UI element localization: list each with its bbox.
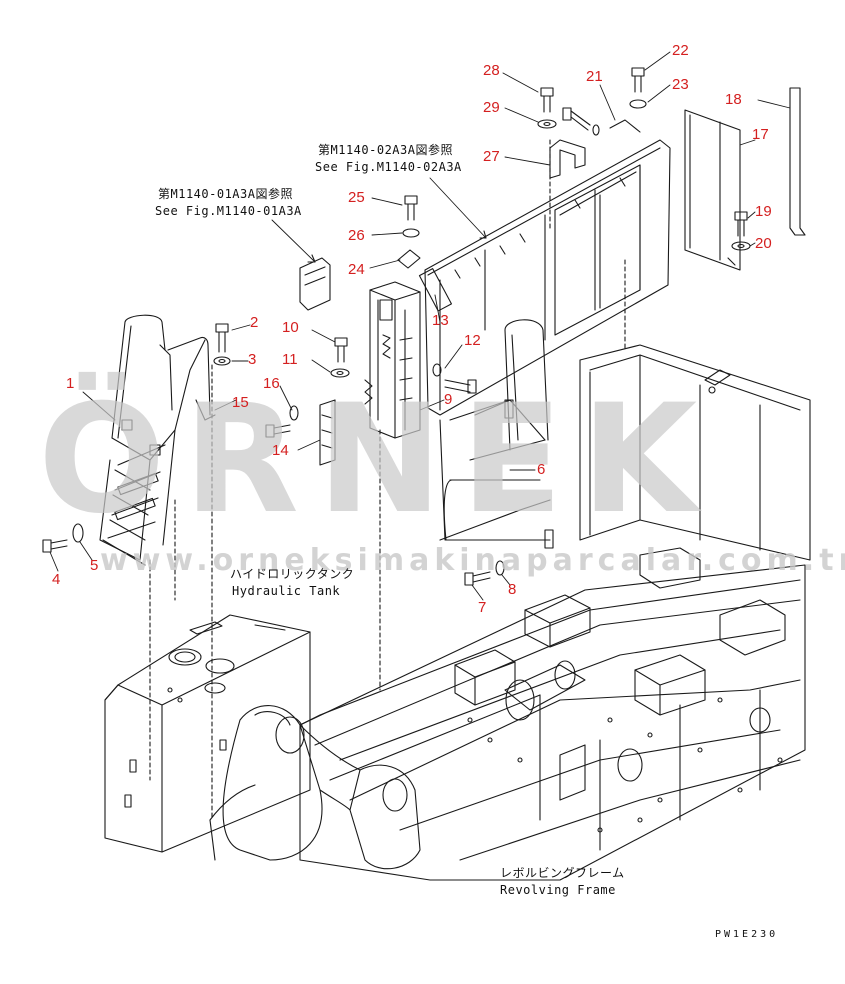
- callout-1: 1: [66, 375, 75, 392]
- callout-5: 5: [90, 557, 99, 574]
- callout-17: 17: [752, 126, 769, 143]
- ref-note-01-en: See Fig.M1140-01A3A: [155, 204, 302, 218]
- callout-4: 4: [52, 571, 61, 588]
- callout-16: 16: [263, 375, 280, 392]
- callout-9: 9: [444, 391, 453, 408]
- callout-10: 10: [282, 319, 299, 336]
- callout-22: 22: [672, 42, 689, 59]
- callout-8: 8: [508, 581, 517, 598]
- callout-11: 11: [282, 351, 298, 368]
- callout-3: 3: [248, 351, 257, 368]
- callout-14: 14: [272, 442, 289, 459]
- callout-27: 27: [483, 148, 500, 165]
- callout-28: 28: [483, 62, 500, 79]
- callout-2: 2: [250, 314, 259, 331]
- callout-29: 29: [483, 99, 500, 116]
- revolving-frame-drawing: [209, 547, 806, 881]
- railing-panel-drawing: [418, 139, 671, 549]
- hydraulic-tank-label-ja: ハイドロリックタンク: [230, 567, 355, 581]
- revolving-frame-label-en: Revolving Frame: [500, 883, 616, 897]
- callout-18: 18: [725, 91, 742, 108]
- hydraulic-tank-label-en: Hydraulic Tank: [232, 584, 341, 598]
- watermark-brand: ÖRNEK: [38, 373, 716, 547]
- hydraulic-tank-drawing: [104, 614, 311, 853]
- ladder-drawing: [99, 314, 216, 601]
- document-code: PW1E230: [715, 929, 779, 940]
- callout-25: 25: [348, 189, 365, 206]
- callout-6: 6: [537, 461, 546, 478]
- callout-12: 12: [464, 332, 481, 349]
- callout-15: 15: [232, 394, 249, 411]
- callout-19: 19: [755, 203, 772, 220]
- ref-note-02-ja: 第M1140-02A3A図参照: [318, 143, 453, 157]
- leader-lines: [49, 51, 791, 601]
- callout-26: 26: [348, 227, 365, 244]
- callout-20: 20: [755, 235, 772, 252]
- callout-24: 24: [348, 261, 365, 278]
- callout-23: 23: [672, 76, 689, 93]
- revolving-frame-label-ja: レボルビングフレーム: [500, 866, 625, 880]
- watermark-url: www.orneksimakinaparcalar.com.tr: [100, 543, 845, 578]
- side-panel-drawing: [579, 87, 811, 561]
- callout-13: 13: [432, 312, 449, 329]
- ref-note-02-en: See Fig.M1140-02A3A: [315, 160, 462, 174]
- callout-21: 21: [586, 68, 603, 85]
- post-assembly-drawing: [149, 249, 421, 821]
- ref-note-01-ja: 第M1140-01A3A図参照: [158, 187, 293, 201]
- callout-7: 7: [478, 599, 487, 616]
